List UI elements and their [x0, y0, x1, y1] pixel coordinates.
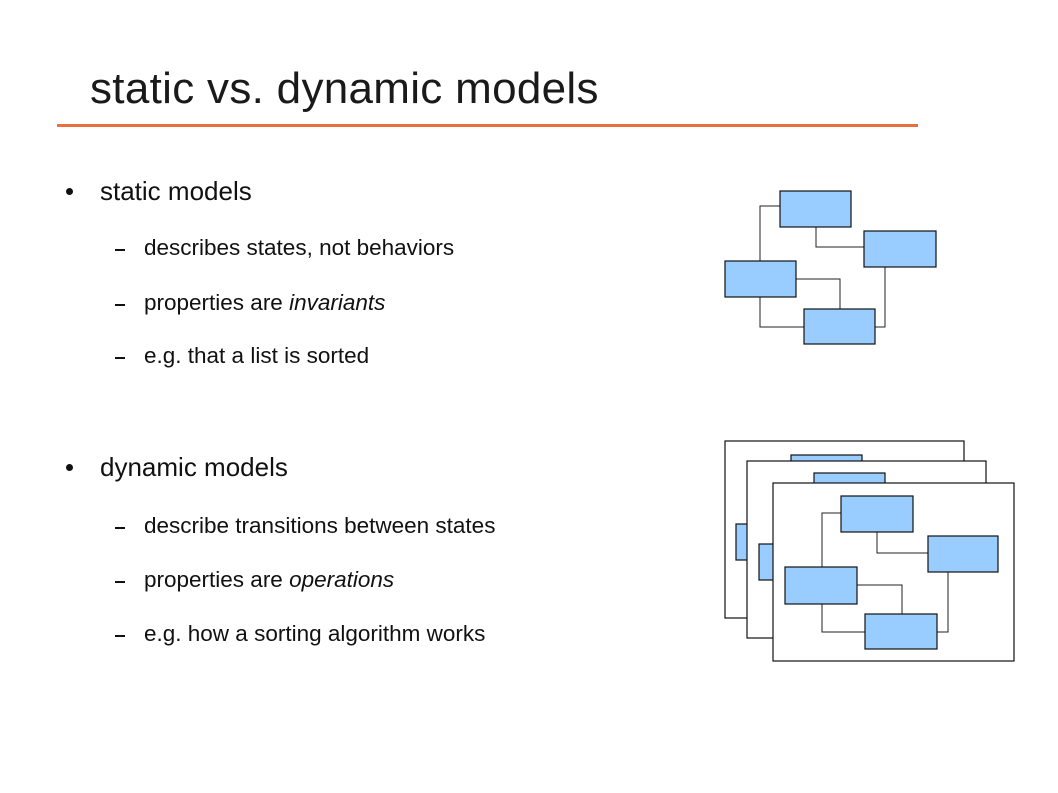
bullet-dynamic-models: dynamic models	[66, 452, 288, 483]
title-underline	[57, 124, 918, 127]
static-models-heading: static models	[100, 176, 252, 206]
dash-icon	[115, 635, 125, 637]
dash-icon	[115, 249, 125, 251]
slide-title: static vs. dynamic models	[90, 64, 599, 113]
dynamic-item-2: properties are operations	[115, 567, 394, 593]
static-item-1-text: describes states, not behaviors	[144, 235, 455, 260]
static-model-diagram	[720, 186, 945, 351]
static-item-2: properties are invariants	[115, 290, 385, 316]
bullet-dot-icon	[66, 464, 73, 471]
dynamic-item-1: describe transitions between states	[115, 513, 495, 539]
dash-icon	[115, 357, 125, 359]
static-item-2-text: properties are invariants	[144, 290, 386, 315]
dynamic-model-diagram	[718, 436, 1023, 666]
bullet-static-models: static models	[66, 176, 252, 207]
dash-icon	[115, 304, 125, 306]
static-item-3-text: e.g. that a list is sorted	[144, 343, 370, 368]
dynamic-item-1-text: describe transitions between states	[144, 513, 496, 538]
dash-icon	[115, 527, 125, 529]
state-frame-3	[772, 482, 1015, 662]
dynamic-item-2-text: properties are operations	[144, 567, 395, 592]
bullet-dot-icon	[66, 188, 73, 195]
dynamic-item-3-text: e.g. how a sorting algorithm works	[144, 621, 486, 646]
static-item-1: describes states, not behaviors	[115, 235, 454, 261]
dynamic-item-3: e.g. how a sorting algorithm works	[115, 621, 485, 647]
static-item-3: e.g. that a list is sorted	[115, 343, 369, 369]
dynamic-models-heading: dynamic models	[100, 452, 288, 482]
dash-icon	[115, 581, 125, 583]
